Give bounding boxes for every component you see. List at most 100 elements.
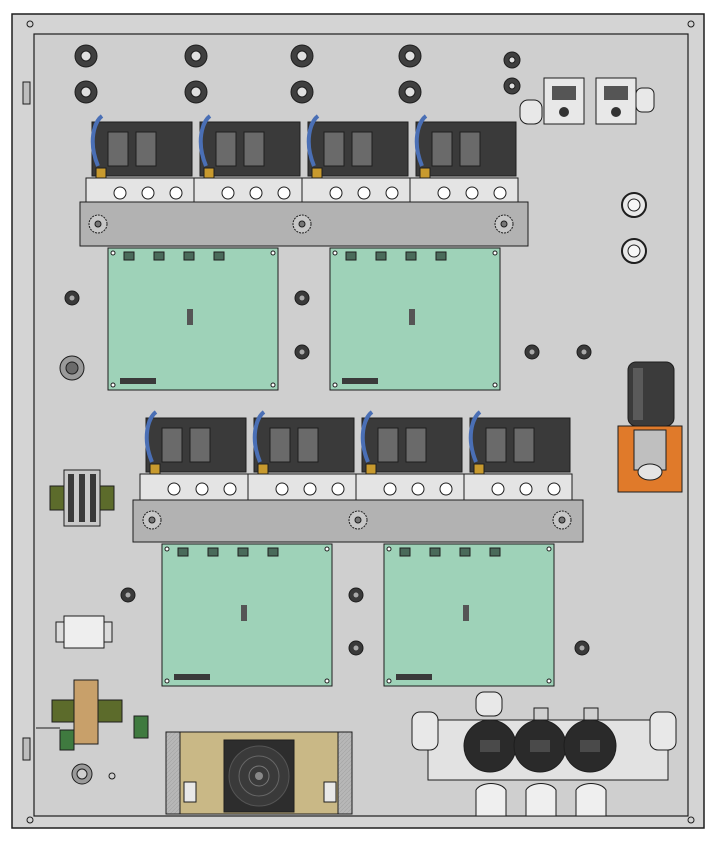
pcb-connector	[435, 251, 447, 261]
standoff-nut-bore	[353, 592, 359, 598]
pcb-connector	[429, 547, 441, 557]
solenoid-coil	[323, 131, 345, 167]
solenoid-coil	[215, 131, 237, 167]
valve-port	[167, 482, 181, 496]
blue-tube	[198, 114, 212, 167]
pcb-mount-hole	[386, 678, 392, 684]
enclosure-mount-hole	[26, 816, 34, 824]
din-terminal	[36, 679, 149, 751]
brass-fitting	[311, 167, 323, 179]
circuit-board	[161, 543, 333, 687]
bulkhead-gland-bore	[627, 244, 641, 258]
brass-fitting	[95, 167, 107, 179]
pcb-connector	[489, 547, 501, 557]
valve-port	[439, 482, 453, 496]
standoff-nuts	[64, 290, 592, 656]
pcb-connector	[345, 251, 357, 261]
valve-port	[547, 482, 561, 496]
blue-tube	[90, 114, 104, 167]
upper-rail-details	[88, 214, 514, 234]
lower-rail-details	[142, 510, 572, 530]
standoff-nut-bore	[353, 645, 359, 651]
pcb-header	[120, 378, 156, 384]
pcb-mount-hole	[546, 678, 552, 684]
brass-fitting	[419, 167, 431, 179]
valve-port	[223, 482, 237, 496]
pcb-mount-hole	[110, 250, 116, 256]
rail-gear-hub	[298, 220, 306, 228]
elbow-fitting	[519, 99, 543, 125]
brass-fitting	[365, 463, 377, 475]
valve-port	[113, 186, 127, 200]
pcb-mount-hole	[492, 382, 498, 388]
rail-gear-hub	[558, 516, 566, 524]
pcb-connector	[177, 547, 189, 557]
valve-body	[247, 473, 357, 505]
pcb-mount-hole	[164, 678, 170, 684]
valve-port	[303, 482, 317, 496]
push-in-fittings	[519, 77, 655, 125]
enclosure-hinge-top	[22, 81, 31, 105]
valve-assembly	[355, 410, 465, 538]
solenoid-coil	[243, 131, 265, 167]
brass-fitting	[473, 463, 485, 475]
pcb-ic	[241, 605, 247, 621]
pcb-connector	[123, 251, 135, 261]
solenoid-coil	[351, 131, 373, 167]
valve-port	[195, 482, 209, 496]
pcb-header	[174, 674, 210, 680]
blue-tube	[414, 114, 428, 167]
blue-tube	[252, 410, 266, 463]
valve-port	[141, 186, 155, 200]
pcb-mount-hole	[492, 250, 498, 256]
standoff-nut-bore	[299, 349, 305, 355]
brass-fitting	[257, 463, 269, 475]
cable-gland-bore	[190, 86, 202, 98]
pcb-connector	[375, 251, 387, 261]
pcb-mount-hole	[324, 678, 330, 684]
pcb-header	[342, 378, 378, 384]
solenoid-coil	[107, 131, 129, 167]
blue-tube	[144, 410, 158, 463]
valve-port	[169, 186, 183, 200]
pcb-connector	[267, 547, 279, 557]
regulator-manifold	[411, 691, 677, 817]
solenoid-coil	[405, 427, 427, 463]
enclosure-mount-hole	[687, 20, 695, 28]
solenoid-coil	[189, 427, 211, 463]
bulkhead-gland-bore	[627, 198, 641, 212]
standoff-nut-bore	[299, 295, 305, 301]
rail-gear-hub	[354, 516, 362, 524]
solenoid-coil	[161, 427, 183, 463]
circuit-board	[383, 543, 555, 687]
fitting-window	[552, 86, 576, 100]
blue-tube	[468, 410, 482, 463]
enclosure-mount-hole	[26, 20, 34, 28]
pcb-connector	[399, 547, 411, 557]
fitting-port	[559, 107, 569, 117]
pcb-connector	[237, 547, 249, 557]
pcb-ic	[187, 309, 193, 325]
pcb-connector	[153, 251, 165, 261]
rail-gear-hub	[148, 516, 156, 524]
power-supply-unit	[165, 731, 353, 815]
cable-gland-bore	[508, 56, 516, 64]
top-glands	[74, 44, 521, 104]
cable-gland-bore	[80, 50, 92, 62]
valve-port	[275, 482, 289, 496]
pcb-ic	[463, 605, 469, 621]
valve-port	[329, 186, 343, 200]
pcb-mount-hole	[164, 546, 170, 552]
valve-port	[277, 186, 291, 200]
standoff-nut-bore	[579, 645, 585, 651]
solenoid-coil	[297, 427, 319, 463]
elbow-fitting	[635, 87, 655, 113]
valve-port	[249, 186, 263, 200]
pcb-mount-hole	[332, 382, 338, 388]
fitting-port	[611, 107, 621, 117]
terminal-block	[49, 469, 115, 527]
fitting-window	[604, 86, 628, 100]
valve-port	[385, 186, 399, 200]
solenoid-coil	[459, 131, 481, 167]
pcb-header	[396, 674, 432, 680]
